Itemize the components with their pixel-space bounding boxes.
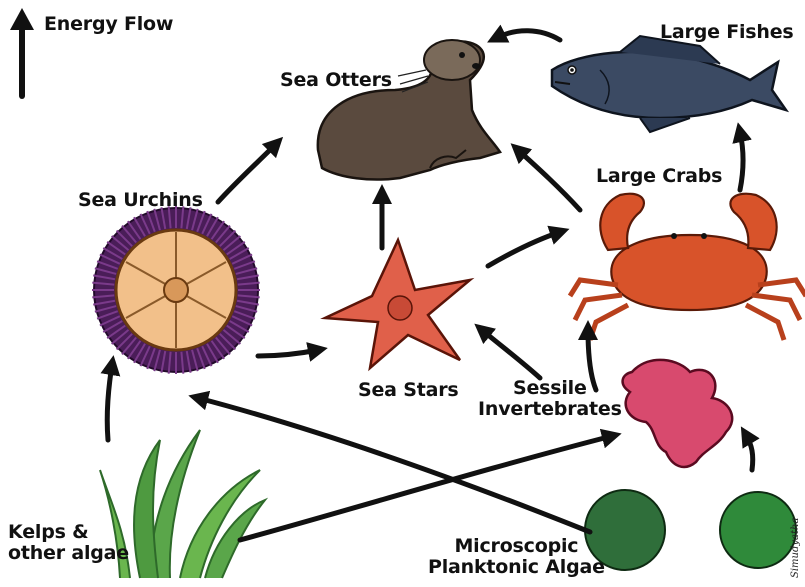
sea-star-icon	[325, 240, 470, 368]
large-fish-icon	[552, 36, 786, 132]
large-fishes-label: Large Fishes	[660, 22, 794, 43]
sea-urchin-icon	[92, 206, 260, 374]
large-crab-icon	[570, 194, 805, 340]
sea-stars-label: Sea Stars	[358, 380, 458, 401]
plankton-icon	[585, 490, 796, 570]
sessile-invertebrates-label: Sessile Invertebrates	[478, 378, 622, 420]
artist-signature: Simudyatha	[790, 518, 801, 578]
large-crabs-label: Large Crabs	[596, 166, 722, 187]
sea-otter-icon	[318, 40, 500, 180]
energy-flow-arrow-icon	[10, 8, 34, 96]
energy-flow-legend-label: Energy Flow	[44, 14, 173, 35]
kelps-label: Kelps & other algae	[8, 522, 129, 564]
sea-otters-label: Sea Otters	[280, 70, 392, 91]
sessile-invertebrate-icon	[623, 360, 733, 467]
sea-urchins-label: Sea Urchins	[78, 190, 203, 211]
plankton-label: Microscopic Planktonic Algae	[428, 536, 605, 578]
